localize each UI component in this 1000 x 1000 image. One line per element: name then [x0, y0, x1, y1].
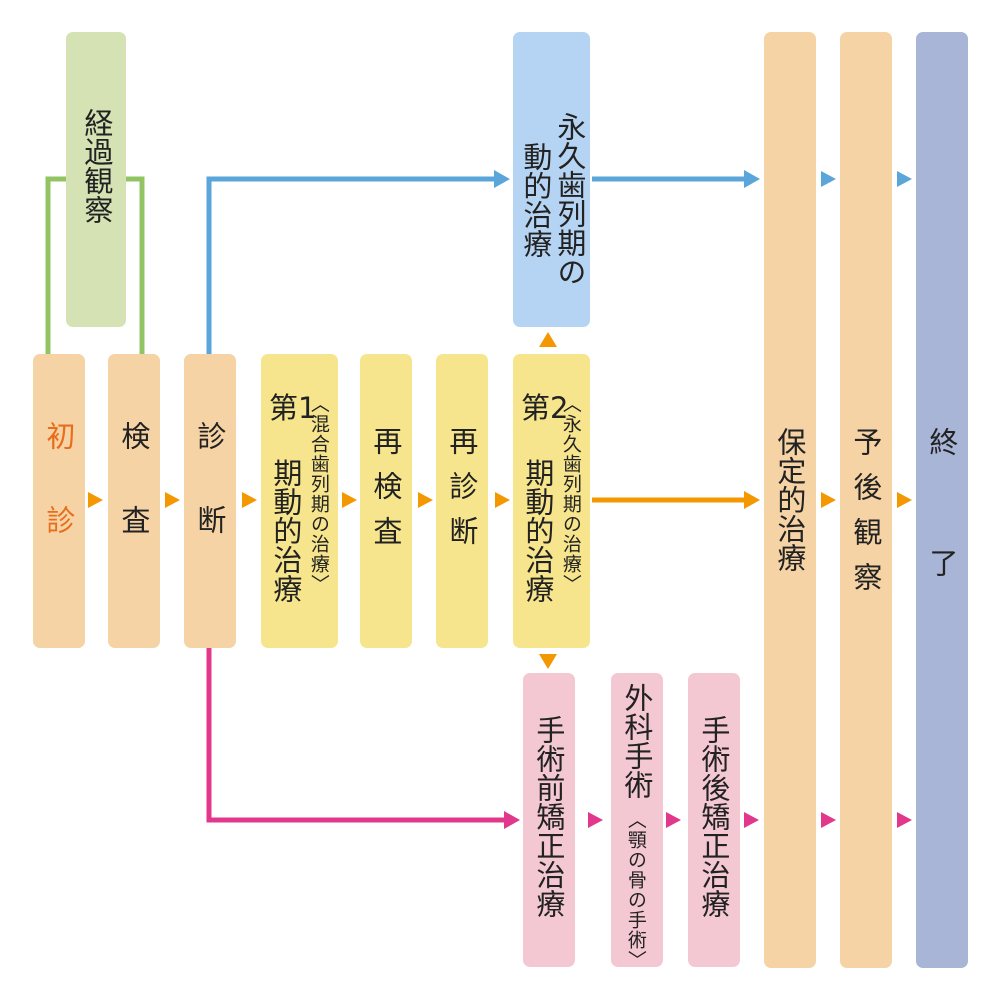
orange-arrowhead-1: [88, 492, 103, 508]
orange-arrowhead-4: [342, 492, 357, 508]
label-diagnosis: 診断: [192, 421, 227, 589]
orange-arrowhead-down: [539, 654, 557, 669]
label-permanent-line1: 永久歯列期の: [552, 112, 587, 286]
orange-arrowhead-2: [165, 492, 180, 508]
pink-arrowhead-5: [897, 812, 912, 828]
box-end: 終了: [916, 32, 968, 968]
box-permanent: 永久歯列期の 動的治療: [513, 32, 590, 327]
label-surgery-sub: 〈顎の骨の手術〉: [624, 810, 647, 970]
orange-arrowhead-7: [744, 491, 760, 509]
label-first-visit: 初診: [41, 421, 76, 589]
box-phase2: 〈永久歯列期の治療〉 第2 期動的治療: [513, 354, 590, 648]
label-permanent-line2: 動的治療: [518, 142, 553, 258]
box-phase1: 〈混合歯列期の治療〉 第1 期動的治療: [261, 354, 338, 648]
blue-arrowhead-right: [744, 170, 760, 188]
pink-arrowhead-2: [666, 812, 681, 828]
blue-arrowhead: [494, 170, 510, 188]
pink-arrowhead-3: [744, 812, 759, 828]
label-phase2-sub: 〈永久歯列期の治療〉: [559, 394, 582, 594]
label-prognosis: 予後観察: [848, 427, 883, 607]
box-pre-surgery: 手術前矯正治療: [523, 673, 575, 967]
pink-arrowhead-1: [588, 812, 603, 828]
box-rediagnosis: 再診断: [436, 354, 488, 648]
box-prognosis: 予後観察: [840, 32, 892, 968]
label-phase1-line2: 期動的治療: [268, 458, 303, 603]
label-phase2-line1: 第2: [521, 391, 569, 425]
blue-arrowhead-prognosis: [897, 171, 912, 187]
label-phase1-line1: 第1: [269, 391, 317, 425]
label-retention: 保定的治療: [772, 427, 807, 572]
label-phase2-line2: 期動的治療: [520, 458, 555, 603]
box-observation: 経過観察: [66, 32, 126, 327]
box-reexam: 再検査: [360, 354, 412, 648]
box-surgery: 外科手術 〈顎の骨の手術〉: [611, 673, 663, 970]
pink-arrowhead: [504, 811, 520, 829]
label-observation: 経過観察: [79, 108, 114, 224]
blue-connector: [206, 176, 495, 354]
orange-arrowhead-3: [242, 492, 257, 508]
label-post-surgery: 手術後矯正治療: [696, 715, 731, 918]
pink-connector: [206, 648, 505, 823]
label-rediagnosis: 再診断: [444, 426, 479, 561]
box-post-surgery: 手術後矯正治療: [688, 673, 740, 967]
box-diagnosis: 診断: [184, 354, 236, 648]
label-surgery-main: 外科手術: [619, 683, 654, 799]
label-pre-surgery: 手術前矯正治療: [531, 715, 566, 918]
label-reexam: 再検査: [368, 426, 403, 561]
pink-arrowhead-4: [821, 812, 836, 828]
orange-arrowhead-up: [539, 332, 557, 347]
orange-arrowhead-8: [821, 492, 836, 508]
label-phase1-sub: 〈混合歯列期の治療〉: [307, 394, 330, 594]
box-exam: 検査: [108, 354, 160, 648]
orange-arrowhead-5: [418, 492, 433, 508]
orange-arrowhead-6: [495, 492, 510, 508]
label-exam: 検査: [116, 421, 151, 589]
label-end: 終了: [924, 427, 959, 669]
green-connector: [45, 176, 145, 354]
orange-arrowhead-9: [897, 492, 912, 508]
box-first-visit: 初診: [33, 354, 85, 648]
blue-arrowhead-retention: [821, 171, 836, 187]
box-retention: 保定的治療: [764, 32, 816, 968]
